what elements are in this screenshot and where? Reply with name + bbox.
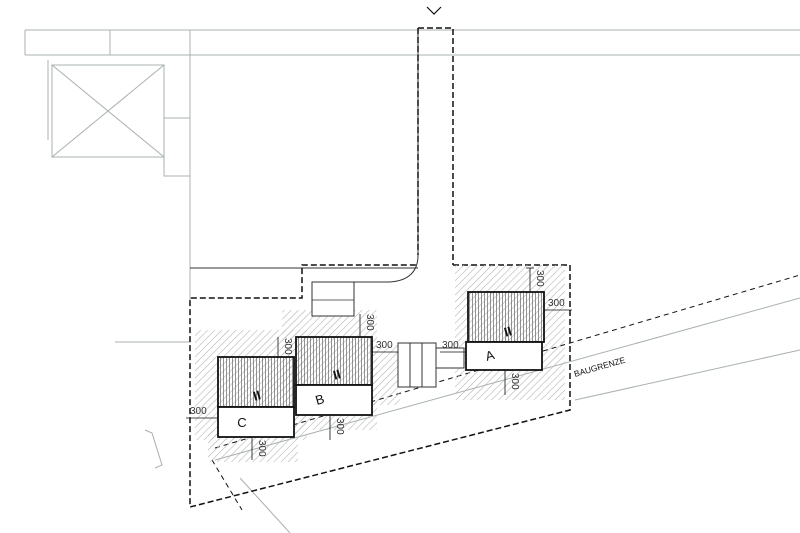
driveway	[190, 27, 454, 283]
dimension-labels: 300 300 300 300 300 300 300 300 300 300	[190, 270, 565, 457]
dim-a-right: 300	[548, 298, 565, 309]
dim-c-left: 300	[190, 406, 207, 417]
dim-a-left: 300	[442, 340, 459, 351]
dim-c-top: 300	[282, 338, 293, 355]
dim-b-right: 300	[376, 340, 393, 351]
dim-a-bottom: 300	[509, 373, 520, 390]
building-c-label: C	[237, 415, 246, 430]
dim-a-top: 300	[534, 270, 545, 287]
north-arrow-icon	[426, 6, 442, 15]
neighbor-context	[24, 29, 800, 533]
building-a-storeys: II	[502, 323, 513, 339]
building-b-label: B	[314, 391, 326, 408]
dimension-lines	[186, 267, 572, 460]
carport-structure	[311, 281, 355, 317]
dim-b-bottom: 300	[334, 418, 345, 435]
building-b-storeys: II	[331, 366, 342, 382]
property-boundary	[189, 264, 571, 508]
connector-stairs	[397, 342, 465, 388]
building-a: II A	[465, 291, 545, 371]
dim-c-bottom: 300	[256, 440, 267, 457]
dim-b-top: 300	[364, 314, 375, 331]
building-c: II C	[217, 356, 295, 438]
building-b: II B	[295, 336, 373, 416]
baugrenze-line-secondary	[211, 459, 243, 511]
building-c-storeys: II	[251, 387, 262, 403]
